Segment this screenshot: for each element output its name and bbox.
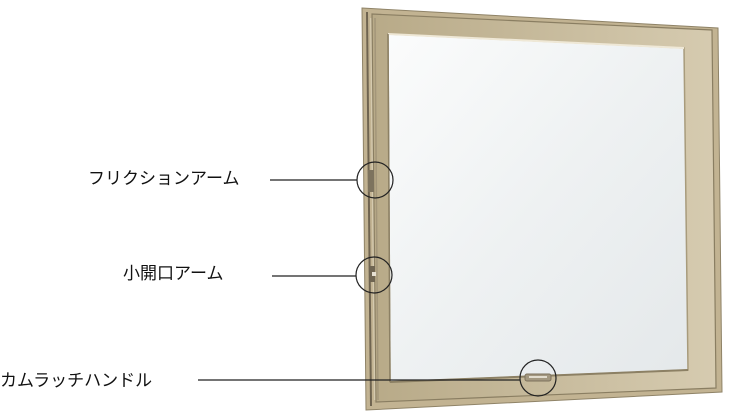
sash — [371, 13, 717, 403]
cam-latch-handle-label: カムラッチハンドル — [0, 371, 153, 391]
friction-arm-label: フリクションアーム — [88, 169, 240, 189]
sash-left-edge — [366, 11, 379, 407]
cam-latch-hardware — [524, 373, 552, 382]
cam-latch-circle — [519, 359, 557, 397]
friction-arm-hardware — [368, 170, 374, 192]
small-opening-arm-label: 小開口アーム — [123, 264, 224, 284]
small-opening-arm-circle — [355, 256, 393, 294]
